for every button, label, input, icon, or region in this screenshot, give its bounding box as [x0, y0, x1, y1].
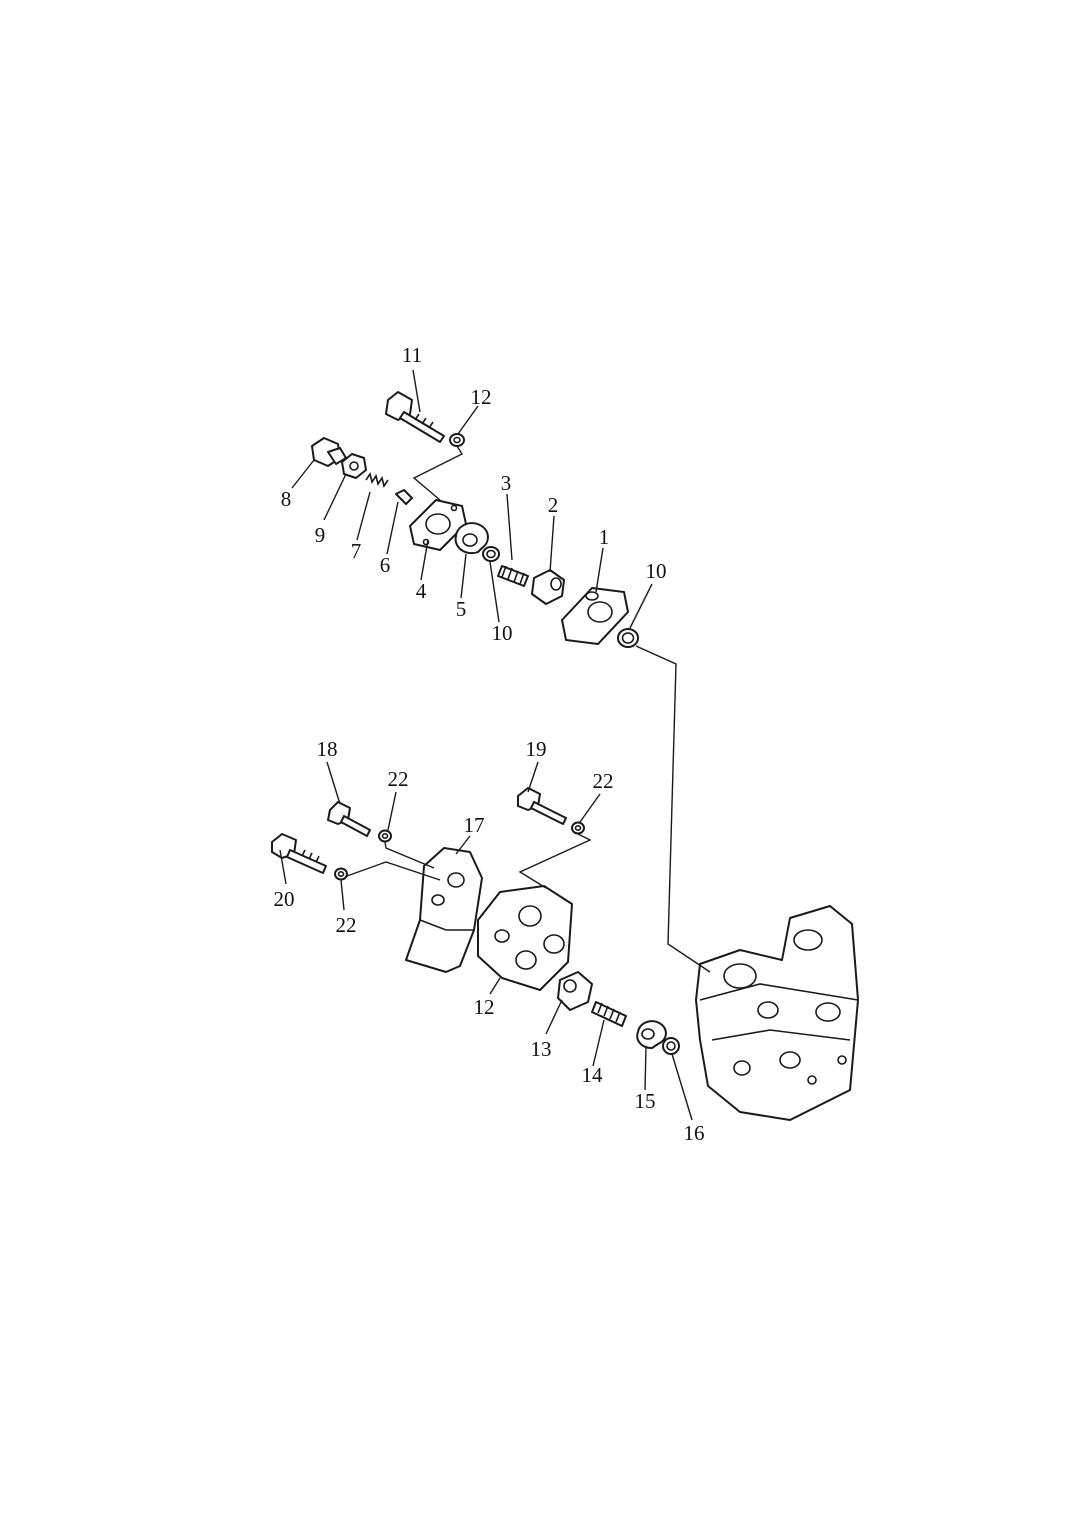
part-3-spring	[497, 565, 529, 587]
callout-labels: 11 12 8 9 7 6 4 5 10 3 2 1 10 18 22 19 2…	[274, 343, 705, 1145]
part-14-sleeve	[557, 971, 593, 1011]
callout-22-c: 22	[336, 913, 357, 937]
callout-21: 20	[274, 887, 295, 911]
callout-17: 16	[684, 1121, 705, 1145]
part-2-spool	[531, 569, 565, 605]
part-16-plug	[636, 1020, 667, 1050]
callout-11: 11	[402, 343, 422, 367]
part-19-bolt	[327, 801, 371, 837]
callout-2: 2	[548, 493, 559, 517]
part-22-washer-c	[334, 867, 348, 881]
part-15-spring	[591, 1001, 627, 1027]
part-22-washer-b	[571, 821, 585, 835]
callout-8: 8	[281, 487, 292, 511]
callout-22-a: 22	[388, 767, 409, 791]
part-11-bolt	[385, 391, 445, 443]
part-4-flange	[409, 499, 467, 551]
callout-7: 7	[351, 539, 362, 563]
part-8-plug	[311, 437, 347, 467]
callout-13: 12	[474, 995, 495, 1019]
callout-5: 5	[456, 597, 467, 621]
part-7-spring	[365, 472, 389, 488]
callout-20: 19	[526, 737, 547, 761]
callout-1: 1	[599, 525, 610, 549]
leader-lines	[279, 369, 711, 1121]
callout-10-upper: 10	[492, 621, 513, 645]
callout-12: 12	[471, 385, 492, 409]
callout-16: 15	[635, 1089, 656, 1113]
part-20-bolt	[517, 787, 567, 825]
callout-18: 17	[464, 813, 485, 837]
callout-3: 3	[501, 471, 512, 495]
part-10-oring-upper	[482, 546, 500, 562]
part-21-bolt	[271, 833, 327, 874]
part-22-washer-a	[378, 829, 392, 843]
callout-10-right: 10	[646, 559, 667, 583]
part-17-oring	[662, 1037, 680, 1055]
part-9-nut	[341, 453, 367, 479]
callout-19: 18	[317, 737, 338, 761]
part-13-block	[477, 885, 573, 991]
callout-6: 6	[380, 553, 391, 577]
part-5-seat	[454, 522, 489, 555]
callout-14: 13	[531, 1037, 552, 1061]
part-10-oring-right	[617, 628, 639, 648]
callout-9: 9	[315, 523, 326, 547]
part-12-washer	[449, 433, 465, 447]
callout-15: 14	[582, 1063, 604, 1087]
callout-4: 4	[416, 579, 427, 603]
main-valve-body	[695, 905, 859, 1121]
callout-22-b: 22	[593, 769, 614, 793]
part-1-valve-body	[561, 587, 629, 645]
part-6-poppet	[395, 489, 413, 505]
part-18-bracket	[405, 847, 483, 973]
